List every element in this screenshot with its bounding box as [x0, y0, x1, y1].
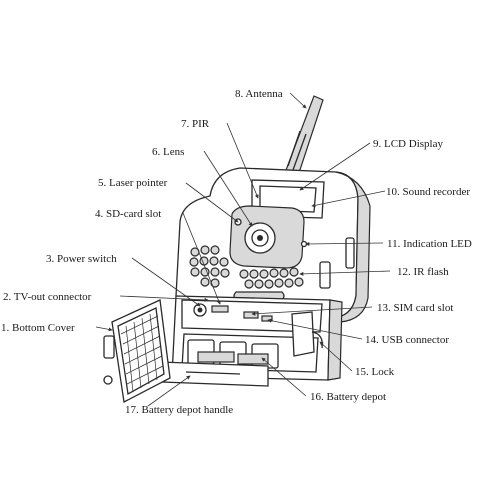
label-sound-recorder: 10. Sound recorder — [386, 186, 470, 198]
label-bottom-cover: 1. Bottom Cover — [1, 322, 75, 334]
label-sim-card-slot: 13. SIM card slot — [377, 302, 453, 314]
label-sd-card-slot: 4. SD-card slot — [95, 208, 161, 220]
bottom-cover — [103, 299, 171, 403]
label-battery-handle: 17. Battery depot handle — [125, 404, 233, 416]
ir-led-array-right — [239, 267, 304, 289]
label-indication-led: 11. Indication LED — [387, 238, 472, 250]
leader-lines — [95, 92, 391, 407]
label-laser-pointer: 5. Laser pointer — [98, 177, 168, 189]
label-lcd-display: 9. LCD Display — [373, 138, 443, 150]
label-tv-out: 2. TV-out connector — [3, 291, 92, 303]
lock-icon — [291, 311, 323, 357]
label-ir-flash: 12. IR flash — [397, 266, 449, 278]
label-antenna: 8. Antenna — [235, 88, 283, 100]
camera-drawing — [103, 95, 371, 403]
label-lock: 15. Lock — [355, 366, 395, 378]
label-usb-connector: 14. USB connector — [365, 334, 449, 346]
label-battery-depot: 16. Battery depot — [310, 391, 386, 403]
labels: 8. Antenna 7. PIR 9. LCD Display 6. Lens… — [1, 88, 472, 416]
label-pir: 7. PIR — [181, 118, 210, 130]
label-lens: 6. Lens — [152, 146, 184, 158]
label-power-switch: 3. Power switch — [46, 253, 117, 265]
battery-compartment — [159, 295, 343, 387]
